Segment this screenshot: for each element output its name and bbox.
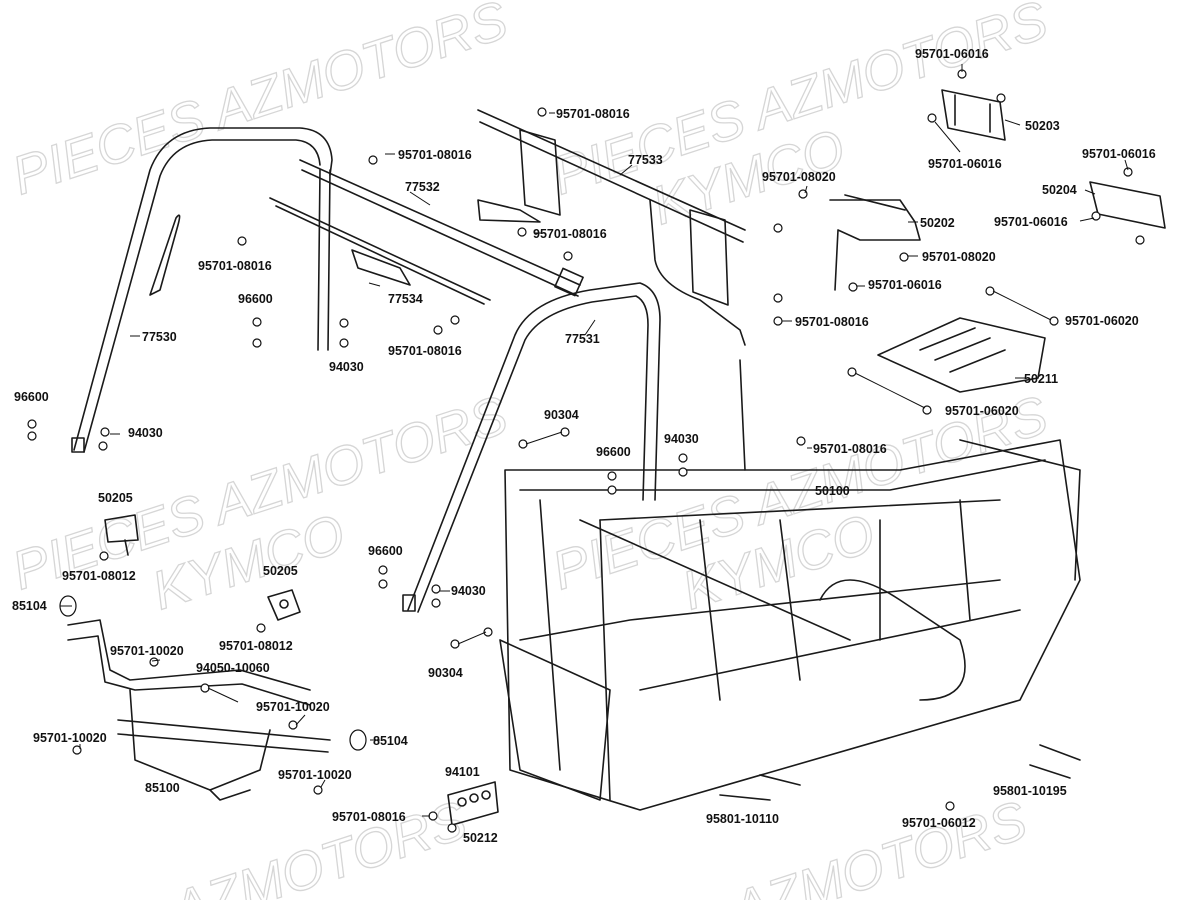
part-label: 96600: [14, 390, 49, 404]
part-label: 94030: [329, 360, 364, 374]
part-label: 85100: [145, 781, 180, 795]
part-label: 95701-08020: [922, 250, 996, 264]
part-labels: 95701-06016 50203 95701-06016 95701-0601…: [12, 47, 1156, 845]
watermark-text: PIECES AZMOTORS: [5, 0, 514, 206]
part-label: 90304: [544, 408, 579, 422]
part-label: 95701-06016: [1082, 147, 1156, 161]
part-label: 95701-08016: [533, 227, 607, 241]
part-label: 95701-08016: [398, 148, 472, 162]
part-label: 94101: [445, 765, 480, 779]
part-label: 94050-10060: [196, 661, 270, 675]
part-label: 95701-10020: [278, 768, 352, 782]
part-label: 95701-10020: [33, 731, 107, 745]
part-label: 96600: [368, 544, 403, 558]
part-label: 77532: [405, 180, 440, 194]
part-label: 95701-08020: [762, 170, 836, 184]
long-bolt-95801-10110: [719, 774, 801, 801]
part-label: 95701-06016: [915, 47, 989, 61]
part-label: 50211: [1024, 372, 1058, 386]
part-label: 77531: [565, 332, 600, 346]
part-label: 50204: [1042, 183, 1077, 197]
frame-50100: [499, 359, 1081, 811]
part-label: 96600: [596, 445, 631, 459]
part-label: 95701-08016: [813, 442, 887, 456]
part-label: 50205: [98, 491, 133, 505]
part-label: 95701-10020: [110, 644, 184, 658]
long-bolt-95801-10195: [1029, 744, 1081, 779]
part-label: 50100: [815, 484, 850, 498]
plate-50203: [941, 89, 1006, 141]
part-label: 50202: [920, 216, 955, 230]
watermark: PIECES AZMOTORS PIECES AZMOTORS KYMCO PI…: [5, 0, 1056, 900]
part-label: 50203: [1025, 119, 1060, 133]
part-label: 95701-08012: [219, 639, 293, 653]
bracket-50212: [447, 781, 499, 826]
part-label: 95701-06020: [1065, 314, 1139, 328]
part-label: 95701-08016: [198, 259, 272, 273]
watermark-text: AZMOTORS: [162, 790, 473, 900]
skid-plate-50211: [877, 317, 1046, 393]
part-label: 95801-10195: [993, 784, 1067, 798]
bracket-50205-a: [104, 514, 139, 556]
part-label: 95701-08012: [62, 569, 136, 583]
watermark-text: AZMOTORS: [722, 790, 1033, 900]
rollbar-77530: [71, 127, 333, 453]
part-label: 94030: [664, 432, 699, 446]
part-label: 95701-06012: [902, 816, 976, 830]
part-label: 77530: [142, 330, 177, 344]
part-label: 95701-06016: [994, 215, 1068, 229]
part-label: 95701-08016: [556, 107, 630, 121]
part-label: 50212: [463, 831, 498, 845]
bracket-50205-b: [267, 589, 301, 621]
part-label: 50205: [263, 564, 298, 578]
part-label: 77533: [628, 153, 663, 167]
part-label: 96600: [238, 292, 273, 306]
part-label: 95801-10110: [706, 812, 779, 826]
part-label: 94030: [128, 426, 163, 440]
part-label: 95701-08016: [332, 810, 406, 824]
crossbar-77534: [269, 197, 491, 305]
part-label: 94030: [451, 584, 486, 598]
rollbar-77531: [402, 282, 661, 613]
part-label: 95701-08016: [795, 315, 869, 329]
part-label: 95701-06016: [868, 278, 942, 292]
part-label: 85104: [12, 599, 47, 613]
crossbar-77532: [299, 159, 584, 351]
bumper-85100: [67, 619, 331, 801]
plate-50204: [1089, 181, 1166, 229]
part-label: 85104: [373, 734, 408, 748]
part-label: 95701-08016: [388, 344, 462, 358]
part-label: 95701-06020: [945, 404, 1019, 418]
part-label: 95701-10020: [256, 700, 330, 714]
fasteners: [27, 69, 1145, 833]
leader-lines: [60, 64, 1129, 817]
bracket-50202: [829, 194, 921, 291]
part-label: 95701-06016: [928, 157, 1002, 171]
part-label: 90304: [428, 666, 463, 680]
part-label: 77534: [388, 292, 423, 306]
crossbar-77533: [477, 109, 746, 346]
